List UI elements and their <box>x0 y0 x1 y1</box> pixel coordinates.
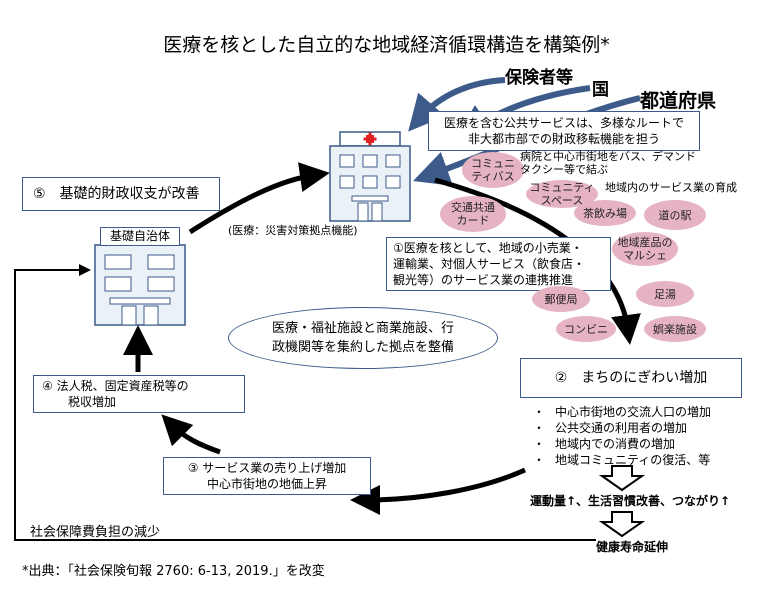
blob-roadside-station: 道の駅 <box>644 200 706 230</box>
actor-state: 国 <box>592 80 609 100</box>
step1-line-3: 観光等）のサービス業の連携推進 <box>393 273 574 287</box>
blob-entertainment: 娯楽施設 <box>644 316 706 342</box>
step4-line-2: 税収増加 <box>68 395 117 409</box>
step2-bullet: 中心市街地の交流人口の増加 <box>533 404 711 420</box>
step2-box: ② まちのにぎわい増加 <box>520 358 742 398</box>
center-ellipse-line-2: 政機関等を集約した拠点を整備 <box>271 340 454 355</box>
diagram-title: 医療を核とした自立的な地域経済循環構造を構築例* <box>163 34 610 56</box>
municipality-label: 基礎自治体 <box>100 227 180 246</box>
step3-line-1: ③ サービス業の売り上げ増加 <box>187 461 347 475</box>
step2-bullet: 地域内での消費の増加 <box>533 436 711 452</box>
step5-box: ⑤ 基礎的財政収支が改善 <box>22 177 220 211</box>
arrow-step3-to-step4 <box>161 414 221 455</box>
municipality-building-icon <box>94 244 186 326</box>
hollow-arrow-1 <box>598 465 646 492</box>
bus-demand-text: 病院と中心市街地をバス、デマンドタクシー等で結ぶ <box>520 150 696 176</box>
outcome-healthy-life: 健康寿命延伸 <box>596 540 669 554</box>
step4-line-1: ④ 法人税、固定資産税等の <box>42 379 189 393</box>
actor-prefecture: 都道府県 <box>640 90 717 112</box>
step2-bullet: 地域コミュニティの復活、等 <box>533 452 711 468</box>
blob-community-bus: コミュニティバス <box>462 152 524 188</box>
hospital-icon <box>329 131 411 222</box>
arrow-step2-to-step3 <box>350 467 527 515</box>
actor-insurer: 保険者等 <box>505 68 573 88</box>
step2-bullet: 公共交通の利用者の増加 <box>533 420 711 436</box>
center-ellipse-line-1: 医療・福祉施設と商業施設、行 <box>271 321 454 336</box>
redistribution-line-1: 医療を含む公共サービスは、多様なルートで <box>443 116 684 130</box>
social-security-label: 社会保障費負担の減少 <box>30 525 161 540</box>
step2-bullet-list: 中心市街地の交流人口の増加 公共交通の利用者の増加 地域内での消費の増加 地域コ… <box>533 404 711 468</box>
source-citation: *出典：「社会保険旬報 2760: 6-13, 2019.」を改変 <box>22 564 325 579</box>
blob-marche: 地域産品のマルシェ <box>612 232 678 266</box>
blob-transit-card: 交通共通カード <box>440 196 506 232</box>
step3-box: ③ サービス業の売り上げ増加 中心市街地の地価上昇 <box>163 457 371 495</box>
step1-line-1: ①医療を核として、地域の小売業・ <box>393 241 583 255</box>
redistribution-box: 医療を含む公共サービスは、多様なルートで 非大都市部での財政移転機能を担う <box>428 111 700 151</box>
hospital-label: (医療：災害対策拠点機能) <box>228 224 358 237</box>
blob-cafe: 茶飲み場 <box>574 200 636 226</box>
blob-footbath: 足湯 <box>636 281 694 307</box>
social-security-loop <box>14 264 596 541</box>
step4-box: ④ 法人税、固定資産税等の 税収増加 <box>33 375 245 413</box>
blob-convenience-store: コンビニ <box>556 316 616 342</box>
step1-box: ①医療を核として、地域の小売業・ 運輸業、対個人サービス（飲食店・ 観光等）のサ… <box>386 237 611 291</box>
blob-community-space: コミュニティスペース <box>526 180 598 208</box>
hollow-arrow-2 <box>598 511 646 538</box>
outcome-activity: 運動量↑、生活習慣改善、つながり↑ <box>530 494 731 508</box>
regional-service-text: 地域内のサービス業の育成 <box>605 181 737 194</box>
center-ellipse: 医療・福祉施設と商業施設、行政機関等を集約した拠点を整備 <box>228 307 498 369</box>
step3-line-2: 中心市街地の地価上昇 <box>206 477 327 491</box>
arrow-insurer <box>408 77 506 132</box>
redistribution-line-2: 非大都市部での財政移転機能を担う <box>467 132 660 146</box>
blob-post-office: 郵便局 <box>532 286 590 312</box>
step1-line-2: 運輸業、対個人サービス（飲食店・ <box>393 257 586 271</box>
arrow-municipality-to-hospital <box>188 162 330 235</box>
